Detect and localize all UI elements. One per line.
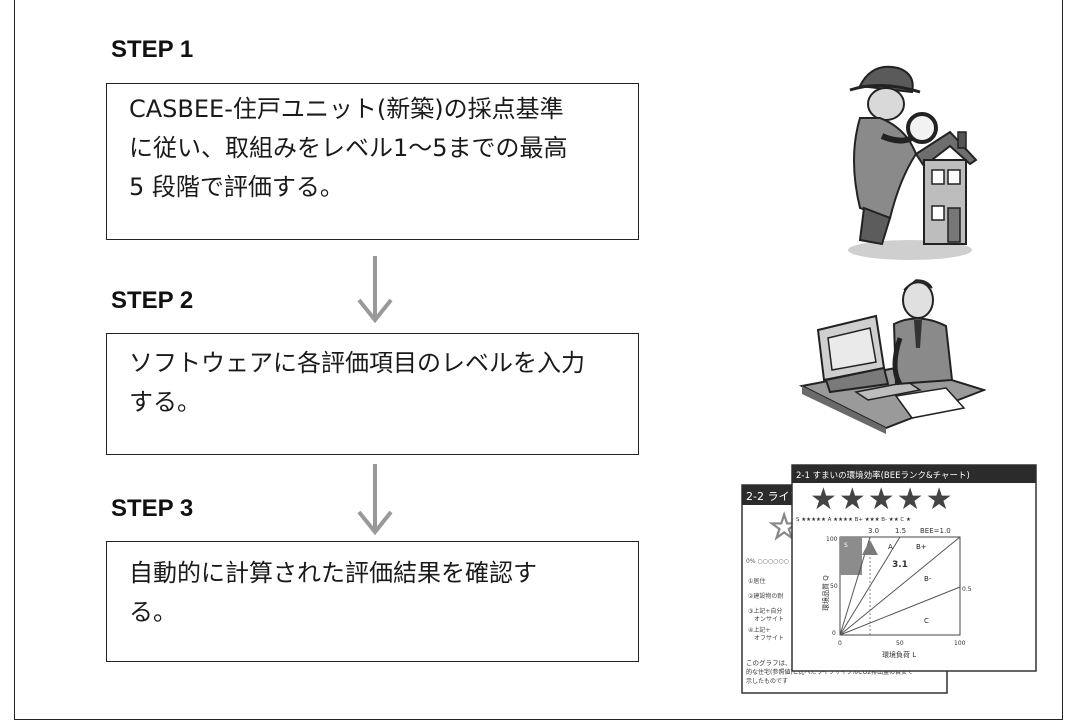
step3-box: 自動的に計算された評価結果を確認す る。 [106, 541, 639, 662]
svg-text:3.0: 3.0 [868, 527, 879, 535]
person-computer-icon [798, 279, 986, 434]
step2-line2: する。 [129, 388, 201, 416]
svg-text:①居住: ①居住 [748, 577, 765, 585]
step1-box: CASBEE-住戸ユニット(新築)の採点基準 に従い、取組みをレベル1～5までの… [106, 83, 639, 240]
svg-text:③上記+自分: ③上記+自分 [748, 607, 782, 615]
step3-title: STEP 3 [111, 495, 194, 522]
svg-text:3.1: 3.1 [892, 560, 908, 570]
svg-text:環境品質 Q: 環境品質 Q [821, 575, 830, 611]
svg-text:オフサイト: オフサイト [754, 635, 784, 642]
svg-text:的な住宅(参照値)と比べたライフサイクルCO2排出量の目安で: 的な住宅(参照値)と比べたライフサイクルCO2排出量の目安で [746, 668, 913, 676]
svg-text:1.5: 1.5 [895, 527, 906, 535]
svg-text:C: C [924, 617, 929, 625]
diagram-frame [14, 0, 1063, 720]
step2-box: ソフトウェアに各評価項目のレベルを入力 する。 [106, 333, 639, 455]
back-header: 2-2 ライフ [746, 490, 800, 503]
detective-house-icon [848, 65, 978, 260]
svg-text:0: 0 [838, 640, 842, 647]
svg-text:④上記+: ④上記+ [748, 626, 770, 634]
svg-text:②建設物の耐: ②建設物の耐 [748, 592, 783, 600]
front-screen: 2-1 すまいの環境効率(BEEランク&チャート) ★★★★★ S ★★★★★ … [791, 464, 1037, 672]
svg-text:0% ○○○○○○: 0% ○○○○○○ [746, 558, 789, 565]
svg-text:オンサイト: オンサイト [754, 616, 784, 623]
step1-line2: に従い、取組みをレベル1～5までの最高 [129, 134, 568, 162]
svg-text:A: A [888, 543, 893, 551]
step3-line2: る。 [129, 598, 177, 626]
svg-text:50: 50 [830, 583, 838, 590]
svg-text:環境負荷 L: 環境負荷 L [882, 650, 916, 659]
step1-title: STEP 1 [111, 36, 194, 63]
svg-text:このグラフは、: このグラフは、 [746, 658, 792, 667]
step2-title: STEP 2 [111, 287, 194, 314]
rank-stars-icon: ★★★★★ [810, 482, 954, 517]
svg-text:0: 0 [832, 630, 836, 637]
front-header: 2-1 すまいの環境効率(BEEランク&チャート) [796, 470, 970, 481]
svg-text:B+: B+ [916, 543, 927, 551]
down-arrow-2 [357, 464, 393, 536]
svg-text:100: 100 [826, 536, 838, 543]
step3-line1: 自動的に計算された評価結果を確認す [129, 559, 537, 587]
down-arrow-1 [357, 256, 393, 324]
svg-text:示したものです: 示したものです [746, 678, 788, 685]
svg-text:BEE=1.0: BEE=1.0 [920, 527, 951, 535]
svg-text:B-: B- [924, 575, 932, 583]
svg-text:100: 100 [954, 640, 966, 647]
svg-text:50: 50 [896, 640, 904, 647]
software-screens-icon: 2-2 ライフ ☆ 0% ○○○○○○ ①居住 ②建設物の耐 ③上記+自分 オン… [741, 464, 1037, 694]
step2-line1: ソフトウェアに各評価項目のレベルを入力 [129, 349, 585, 377]
svg-text:S: S [844, 542, 848, 549]
step1-line3: 5 段階で評価する。 [129, 173, 344, 201]
svg-text:0.5: 0.5 [962, 586, 972, 593]
svg-text:S ★★★★★ A ★★★★ B+ ★★★ B- ★★: S ★★★★★ A ★★★★ B+ ★★★ B- ★★ C ★ [796, 517, 911, 523]
step1-line1: CASBEE-住戸ユニット(新築)の採点基準 [129, 95, 564, 123]
